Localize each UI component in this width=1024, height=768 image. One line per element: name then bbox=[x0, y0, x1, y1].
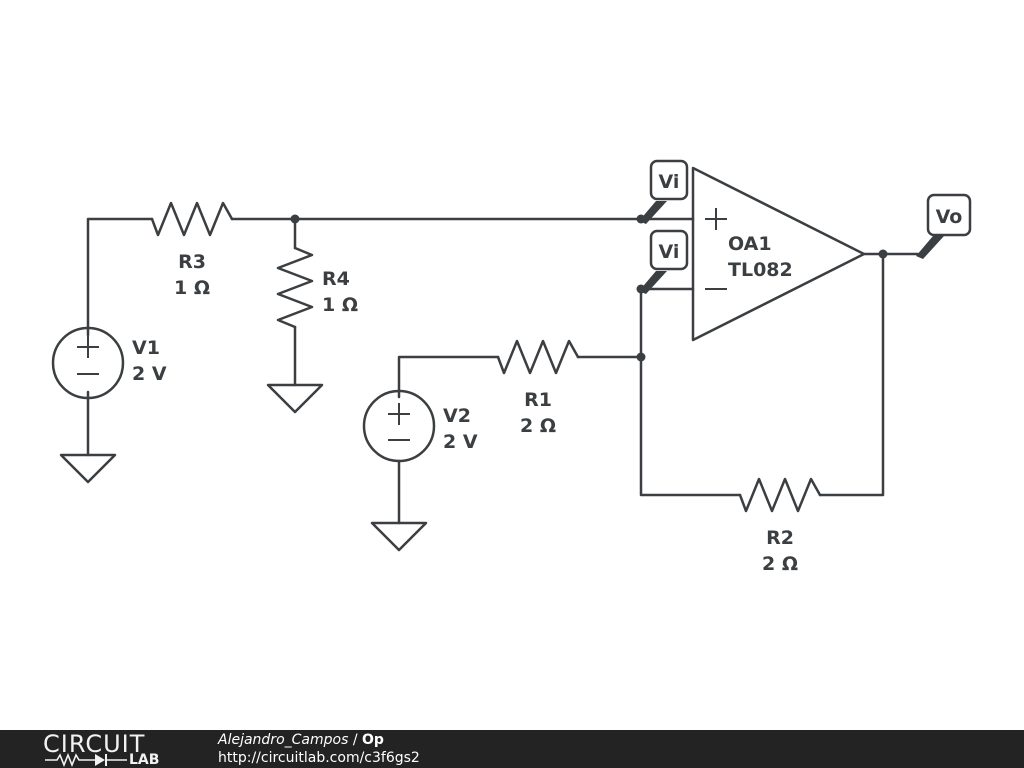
footer-byline: Alejandro_Campos / Op bbox=[218, 731, 384, 749]
wires bbox=[86, 217, 920, 525]
probe-vo-label: Vo bbox=[936, 206, 963, 228]
op-amp-oa1[interactable] bbox=[691, 166, 866, 342]
probe-vo[interactable]: Vo bbox=[916, 193, 972, 259]
resistor-r2[interactable] bbox=[738, 477, 822, 513]
resistor-r1[interactable] bbox=[496, 339, 580, 375]
oa1-name-label: OA1 bbox=[728, 233, 772, 255]
ground-symbol-v1 bbox=[59, 453, 117, 484]
circuitlab-logo-text: CIRCUIT bbox=[43, 730, 146, 758]
resistor-diode-logo-icon bbox=[45, 752, 127, 768]
probe-vi-minus[interactable]: Vi bbox=[639, 229, 689, 294]
junction-node-r1-r2 bbox=[636, 352, 646, 362]
v1-value-label: 2 V bbox=[132, 363, 167, 385]
ground-symbol-v2 bbox=[370, 521, 428, 552]
circuitlab-logo-lab: LAB bbox=[129, 752, 160, 768]
r3-value-label: 1 Ω bbox=[174, 277, 210, 299]
r3-name-label: R3 bbox=[178, 251, 206, 273]
r1-value-label: 2 Ω bbox=[520, 415, 556, 437]
probe-vi-minus-label: Vi bbox=[659, 241, 680, 263]
byline-separator: / bbox=[348, 732, 362, 748]
r2-value-label: 2 Ω bbox=[762, 553, 798, 575]
r4-value-label: 1 Ω bbox=[322, 294, 358, 316]
r1-name-label: R1 bbox=[524, 389, 552, 411]
resistor-r3[interactable] bbox=[150, 201, 234, 237]
author-link[interactable]: Alejandro_Campos bbox=[218, 732, 349, 748]
junction-node-r3-r4 bbox=[290, 214, 300, 224]
ground-symbol-r4 bbox=[266, 383, 324, 414]
probe-vi-plus-label: Vi bbox=[659, 171, 680, 193]
oa1-model-label: TL082 bbox=[728, 259, 793, 281]
r4-name-label: R4 bbox=[322, 268, 350, 290]
circuit-title-link[interactable]: Op bbox=[362, 732, 384, 748]
probe-vi-plus[interactable]: Vi bbox=[639, 159, 689, 224]
r2-name-label: R2 bbox=[766, 527, 794, 549]
v1-name-label: V1 bbox=[132, 337, 160, 359]
resistor-r4[interactable] bbox=[276, 246, 314, 329]
voltage-source-v2[interactable] bbox=[362, 389, 436, 463]
v2-value-label: 2 V bbox=[443, 431, 478, 453]
circuit-url-link[interactable]: http://circuitlab.com/c3f6gs2 bbox=[218, 750, 420, 766]
footer-bar: CIRCUIT LAB Alejandro_Campos / Op http:/… bbox=[0, 730, 1024, 768]
voltage-source-v1[interactable] bbox=[51, 326, 125, 400]
junction-node-output bbox=[878, 249, 888, 259]
schematic-diagram: Vi Vi Vo R3 1 Ω R4 1 Ω V1 2 V V2 2 V R1 … bbox=[51, 159, 972, 575]
v2-name-label: V2 bbox=[443, 405, 471, 427]
circuitlab-logo-mark: LAB bbox=[43, 752, 175, 768]
